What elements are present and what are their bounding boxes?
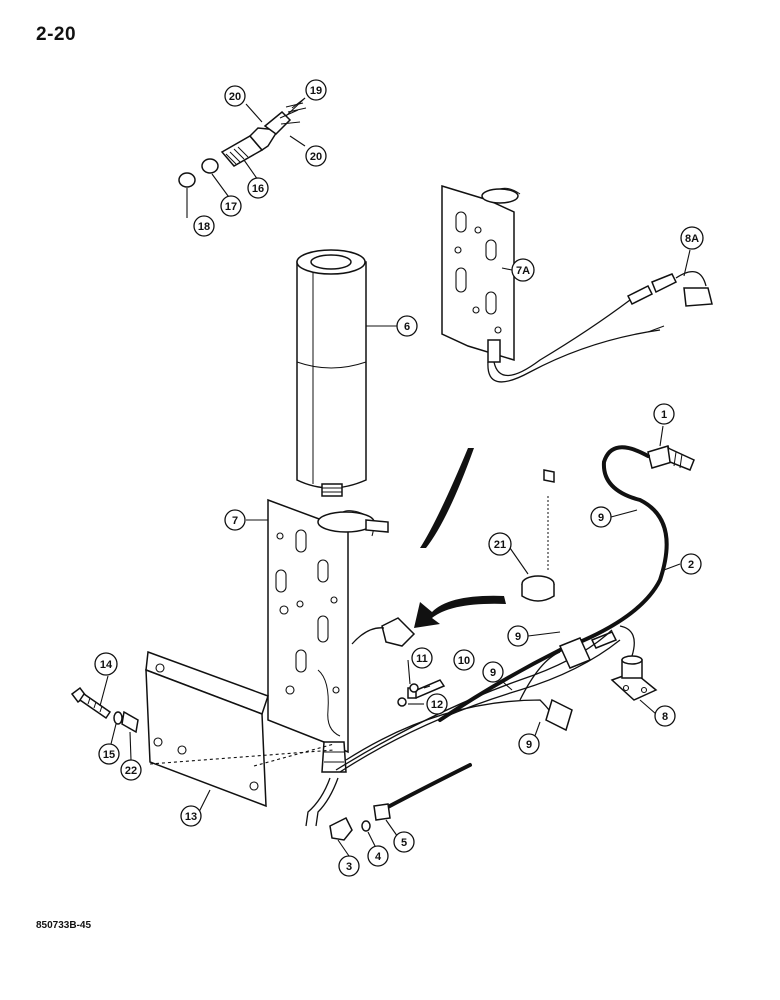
callout-22: 22 [120, 759, 142, 781]
svg-text:12: 12 [431, 699, 443, 711]
svg-text:18: 18 [198, 221, 210, 233]
svg-text:8A: 8A [685, 233, 699, 245]
svg-text:15: 15 [103, 749, 115, 761]
spacer-22 [121, 710, 139, 734]
wiring-harness [305, 629, 621, 827]
svg-text:7: 7 [232, 515, 238, 527]
svg-text:9: 9 [526, 739, 532, 751]
cover-13 [145, 650, 269, 808]
callout-9-top: 9 [590, 506, 612, 528]
callout-21: 21 [488, 532, 512, 556]
callout-8a: 8A [680, 226, 704, 250]
arrow-indicator-2 [414, 595, 506, 628]
bolt-14 [70, 686, 112, 720]
svg-text:22: 22 [125, 765, 137, 777]
callout-19: 19 [305, 79, 327, 101]
hose-2 [438, 445, 669, 722]
callout-4: 4 [367, 845, 389, 867]
svg-text:14: 14 [100, 659, 113, 671]
callout-14: 14 [94, 652, 118, 676]
svg-text:8: 8 [662, 711, 668, 723]
callout-9-lower: 9 [518, 733, 540, 755]
svg-text:20: 20 [310, 151, 322, 163]
filter-canister-6 [296, 249, 367, 497]
grommet-fitting [351, 617, 416, 647]
sensor-1 [647, 445, 695, 471]
svg-text:4: 4 [375, 851, 382, 863]
callout-16: 16 [247, 177, 269, 199]
callout-5: 5 [393, 831, 415, 853]
svg-text:19: 19 [310, 85, 322, 97]
callout-20-upper: 20 [224, 85, 246, 107]
callout-9-left: 9 [482, 661, 504, 683]
callout-7a: 7A [511, 258, 535, 282]
callout-7: 7 [224, 509, 246, 531]
callout-10: 10 [453, 649, 475, 671]
svg-text:10: 10 [458, 655, 470, 667]
elbow-3 [329, 816, 353, 841]
callout-2: 2 [680, 553, 702, 575]
mounting-plate-7 [267, 498, 389, 773]
callout-6: 6 [396, 315, 418, 337]
document-code: 850733B-45 [36, 920, 92, 931]
fitting-4 [361, 820, 371, 832]
callout-9-mid: 9 [507, 625, 529, 647]
svg-text:11: 11 [416, 653, 428, 665]
drain-plug-21 [521, 469, 555, 602]
svg-text:13: 13 [185, 811, 197, 823]
washer-15 [113, 711, 123, 725]
callout-11: 11 [411, 647, 433, 669]
callout-13: 13 [180, 805, 202, 827]
sending-unit-8 [590, 625, 658, 701]
mounting-plate-7a [441, 184, 713, 383]
svg-text:9: 9 [598, 512, 604, 524]
nut-5 [373, 803, 391, 821]
callout-15: 15 [98, 743, 120, 765]
svg-text:1: 1 [661, 409, 667, 421]
svg-text:6: 6 [404, 321, 410, 333]
callout-12: 12 [426, 693, 448, 715]
callout-18: 18 [193, 215, 215, 237]
nut-11 [409, 683, 419, 693]
svg-text:3: 3 [346, 861, 352, 873]
callout-1: 1 [653, 403, 675, 425]
svg-text:2: 2 [688, 559, 694, 571]
svg-text:9: 9 [490, 667, 496, 679]
svg-text:5: 5 [401, 837, 407, 849]
page-number: 2-20 [36, 24, 77, 45]
callout-8: 8 [654, 705, 676, 727]
washer-12 [397, 697, 407, 707]
svg-text:17: 17 [225, 201, 237, 213]
callout-3: 3 [338, 855, 360, 877]
callout-17: 17 [220, 195, 242, 217]
sensor-assembly-16 [178, 102, 307, 188]
arrow-indicator-1 [420, 448, 474, 548]
svg-text:16: 16 [252, 183, 264, 195]
hose-2-lower [384, 763, 472, 810]
svg-text:21: 21 [494, 539, 506, 551]
svg-text:20: 20 [229, 91, 241, 103]
callout-20-lower: 20 [305, 145, 327, 167]
svg-text:9: 9 [515, 631, 521, 643]
svg-text:7A: 7A [516, 265, 530, 277]
